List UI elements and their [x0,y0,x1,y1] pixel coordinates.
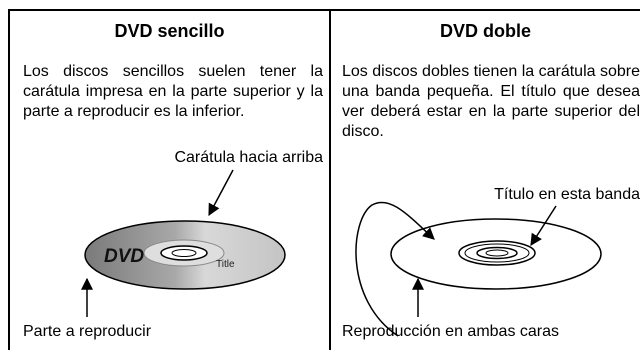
right-top-label: Título en esta banda [494,186,640,203]
disc-title-text: Title [216,259,235,270]
left-bottom-label: Parte a reproducir [23,323,152,340]
left-column: DVD sencillo Los discos sencillos suelen… [10,0,329,350]
right-column: DVD doble Los discos dobles tienen la ca… [331,0,640,350]
left-title: DVD sencillo [114,21,225,41]
arrow-to-title-band [530,205,557,247]
frame-left-border [8,9,10,350]
right-title: DVD doble [439,21,531,41]
left-description: Los discos sencillos suelen tener la car… [23,63,323,120]
disc-logo-text: DVD [104,246,144,267]
single-dvd-disc: DVD Title [84,220,286,290]
frame-top-border [8,9,640,11]
arrow-to-label-side [208,169,234,217]
double-dvd-disc [390,218,602,290]
right-bottom-label: Reproducción en ambas caras [342,323,560,340]
column-divider [329,9,331,350]
left-top-label: Carátula hacia arriba [174,149,323,166]
flip-curve-arrow [355,201,435,337]
right-description: Los discos dobles tienen la carátula sob… [342,63,640,140]
